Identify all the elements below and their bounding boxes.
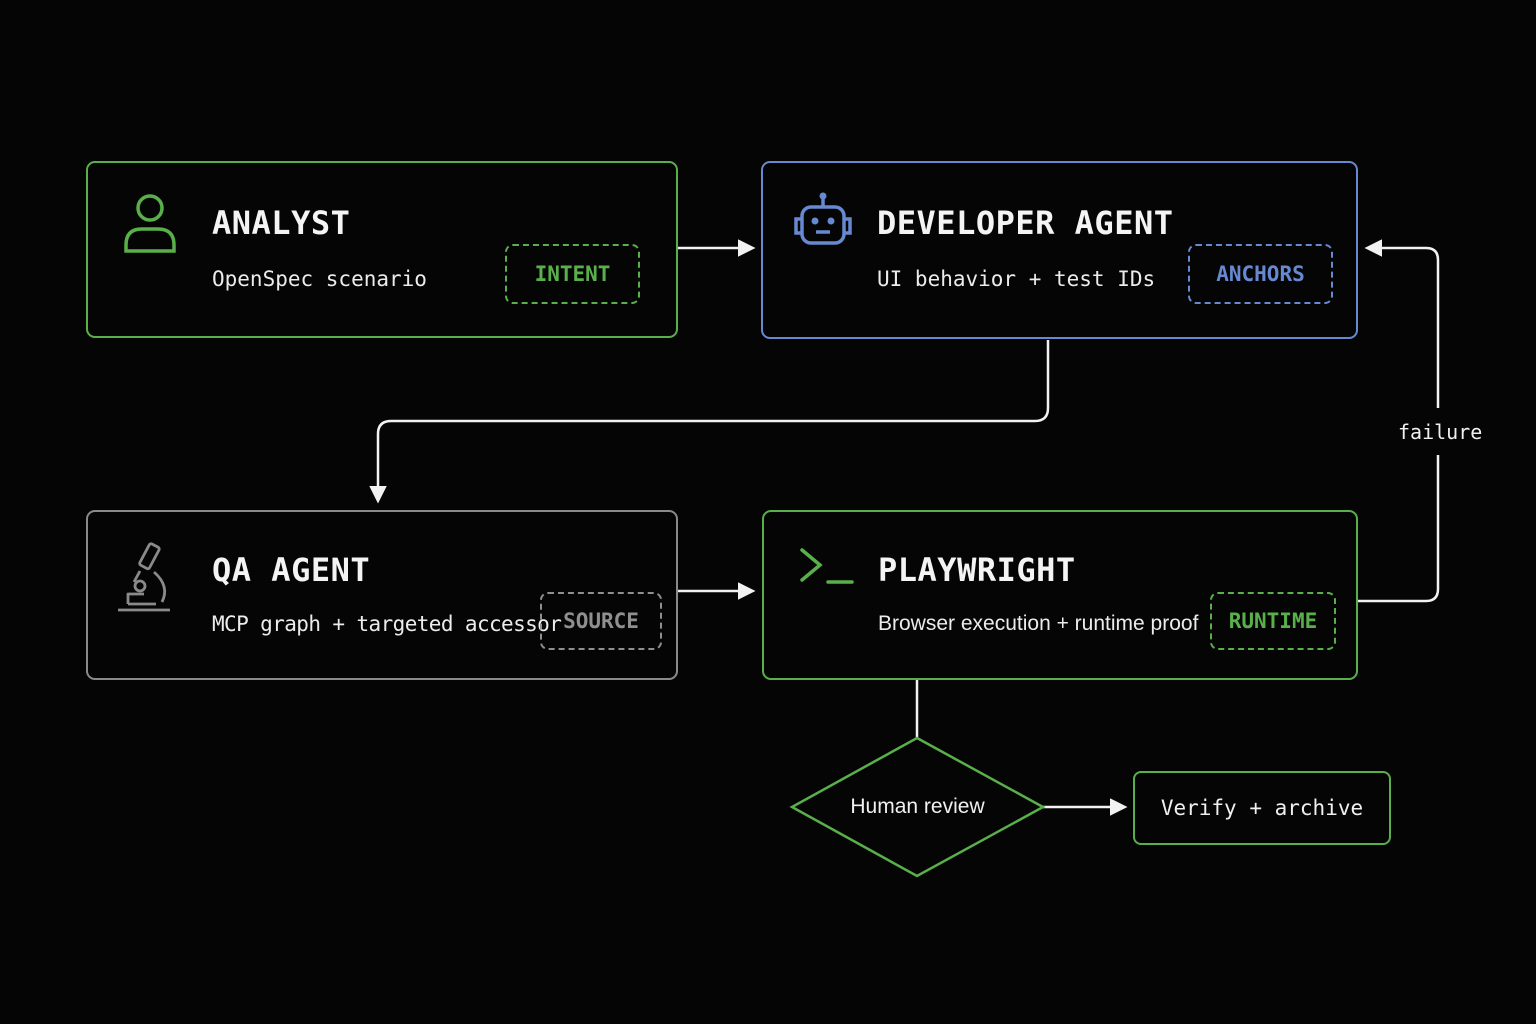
analyst-card: ANALYST OpenSpec scenario INTENT: [86, 161, 678, 338]
qa-agent-card: QA AGENT MCP graph + targeted accessor S…: [86, 510, 678, 680]
developer-agent-title: DEVELOPER AGENT: [877, 204, 1174, 242]
qa-agent-subtitle: MCP graph + targeted accessor: [212, 612, 562, 636]
playwright-card: PLAYWRIGHT Browser execution + runtime p…: [762, 510, 1358, 680]
analyst-title: ANALYST: [212, 204, 351, 242]
verify-archive-label: Verify + archive: [1160, 796, 1364, 820]
terminal-icon: [800, 548, 854, 584]
microscope-icon: [118, 542, 170, 612]
human-review-diamond: [789, 736, 1046, 878]
human-review-label: Human review: [850, 795, 985, 818]
runtime-tag: RUNTIME: [1210, 592, 1336, 650]
developer-agent-subtitle: UI behavior + test IDs: [877, 267, 1156, 291]
arrow-failure-loop-upper: [1364, 239, 1440, 408]
analyst-subtitle: OpenSpec scenario: [212, 267, 427, 291]
intent-tag: INTENT: [505, 244, 640, 304]
robot-icon: [794, 192, 852, 245]
arrow-developer-to-qa: [369, 340, 1050, 504]
source-tag: SOURCE: [540, 592, 662, 650]
person-icon: [124, 194, 176, 253]
playwright-subtitle: Browser execution + runtime proof: [878, 612, 1199, 635]
failure-label: failure: [1398, 420, 1483, 444]
anchors-tag: ANCHORS: [1188, 244, 1333, 304]
qa-agent-title: QA AGENT: [212, 551, 371, 589]
developer-agent-card: DEVELOPER AGENT UI behavior + test IDs A…: [761, 161, 1358, 339]
playwright-title: PLAYWRIGHT: [878, 551, 1076, 589]
verify-archive-card: Verify + archive: [1133, 771, 1391, 845]
arrow-failure-loop-lower: [1358, 455, 1440, 603]
